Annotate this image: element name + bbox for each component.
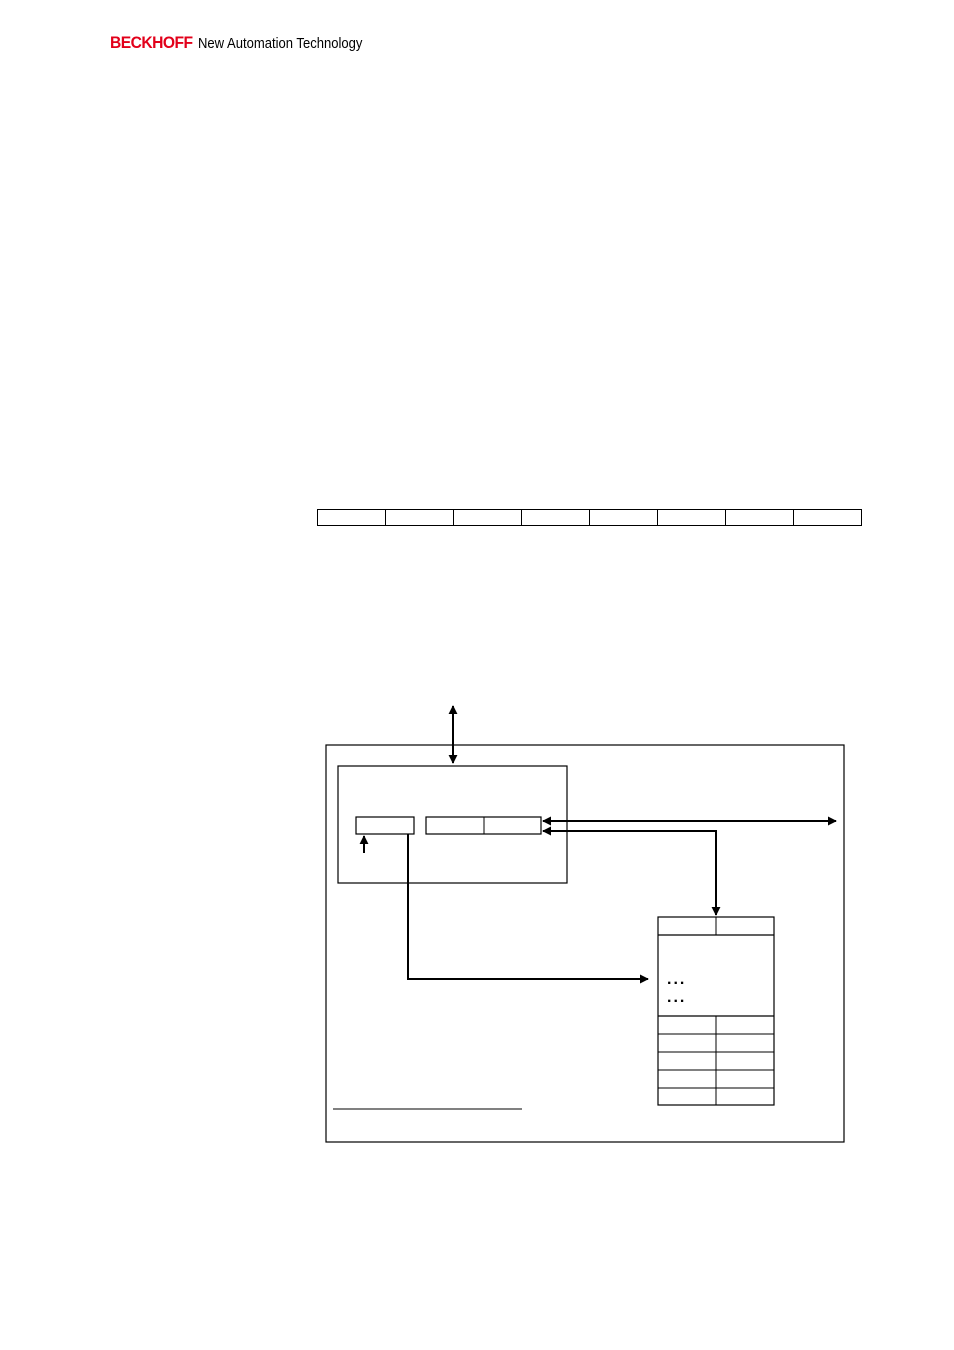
register-block bbox=[337, 765, 568, 884]
page-header: BECKHOFF New Automation Technology bbox=[110, 33, 380, 55]
table-ellipsis: ... bbox=[667, 971, 686, 988]
pointer-to-table-arrow bbox=[407, 834, 649, 984]
table-ellipsis: ... bbox=[667, 989, 686, 1006]
memory-table bbox=[657, 916, 775, 1106]
bit-cell bbox=[386, 510, 454, 525]
header-tagline: New Automation Technology bbox=[197, 36, 363, 52]
outer-frame bbox=[325, 744, 845, 1143]
data-to-table-arrow bbox=[542, 826, 721, 916]
bit-cell bbox=[726, 510, 794, 525]
bit-cell bbox=[590, 510, 658, 525]
bit-cell bbox=[318, 510, 386, 525]
pointer-box bbox=[355, 816, 415, 835]
bit-cell bbox=[454, 510, 522, 525]
bit-cell bbox=[522, 510, 590, 525]
bit-field-row bbox=[317, 509, 862, 526]
bit-cell bbox=[658, 510, 726, 525]
beckhoff-logo: BECKHOFF bbox=[110, 33, 193, 52]
